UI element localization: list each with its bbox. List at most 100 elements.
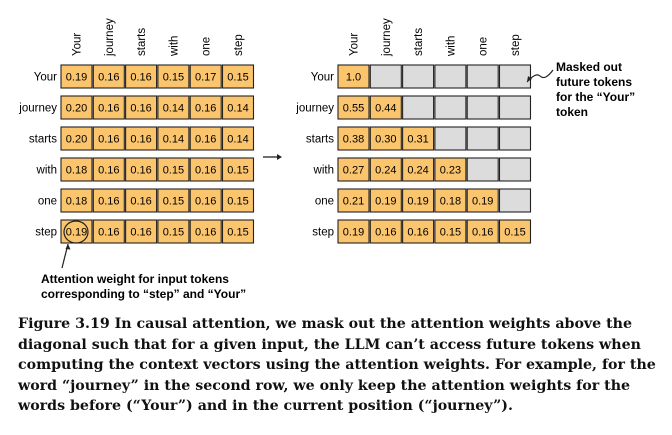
left-cell <box>92 219 125 244</box>
left-cell <box>92 157 125 182</box>
left-col-header: starts <box>136 28 148 56</box>
right-cell <box>498 219 532 244</box>
figure-number: Figure 3.19 <box>18 316 110 332</box>
left-cell-value: 0.18 <box>66 165 87 177</box>
left-row-label: step <box>35 227 57 239</box>
right-cell <box>434 219 467 244</box>
right-cell-value: 0.19 <box>375 196 396 208</box>
left-cell-value: 0.16 <box>130 134 151 146</box>
left-cell-value: 0.16 <box>195 165 216 177</box>
right-cell-value: 0.31 <box>407 134 428 146</box>
left-cell-value: 0.16 <box>98 72 119 84</box>
left-cell-value: 0.14 <box>163 103 184 115</box>
right-cell-value: 0.19 <box>407 196 428 208</box>
left-cell-value: 0.16 <box>195 134 216 146</box>
left-cell-value: 0.15 <box>227 196 248 208</box>
left-cell <box>60 64 93 89</box>
right-cell <box>402 188 435 213</box>
right-masked-cell <box>434 64 467 89</box>
left-col-header: with <box>168 36 180 57</box>
right-cell <box>402 219 435 244</box>
left-row-label: starts <box>29 134 57 146</box>
left-cell <box>125 64 158 89</box>
left-cell-value: 0.16 <box>130 165 151 177</box>
left-cell <box>157 95 190 120</box>
left-attention-matrix: 0.19 0.16 0.16 0.15 0.17 0.15 0.20 0.16 0.16 0.14… <box>60 64 255 244</box>
right-cell <box>466 188 499 213</box>
right-cell-value: 0.24 <box>407 165 428 177</box>
right-cell <box>369 219 402 244</box>
left-cell-value: 0.18 <box>66 196 87 208</box>
right-cell-value: 0.15 <box>504 227 525 239</box>
masked-annotation: Masked out future tokens for the “Your” … <box>526 60 635 119</box>
left-cell-value: 0.15 <box>163 196 184 208</box>
right-col-header: journey <box>381 18 393 57</box>
step-your-highlight-circle <box>63 220 89 244</box>
left-cell-value: 0.16 <box>195 196 216 208</box>
left-cell <box>92 188 125 213</box>
masked-label-line2: future tokens <box>556 75 632 89</box>
left-row-label: one <box>38 196 57 208</box>
left-cell <box>189 219 222 244</box>
left-cell <box>221 219 255 244</box>
left-cell <box>125 126 158 151</box>
right-cell-value: 0.16 <box>407 227 428 239</box>
right-cell <box>337 157 370 182</box>
right-col-header: starts <box>413 28 425 56</box>
right-masked-cell <box>402 64 435 89</box>
left-cell-value: 0.15 <box>227 227 248 239</box>
masked-label-line3: for the “Your” <box>556 90 635 104</box>
left-cell-value: 0.20 <box>66 103 87 115</box>
right-cell <box>434 157 467 182</box>
left-cell-value: 0.14 <box>163 134 184 146</box>
left-cell <box>189 64 222 89</box>
left-cell-value: 0.20 <box>66 134 87 146</box>
right-col-header: with <box>445 36 457 57</box>
right-cell <box>337 219 370 244</box>
right-row-label: one <box>315 196 334 208</box>
left-cell <box>92 64 125 89</box>
left-cell-value: 0.16 <box>130 227 151 239</box>
left-cell-value: 0.15 <box>163 72 184 84</box>
left-cell-value: 0.15 <box>163 165 184 177</box>
right-row-label: journey <box>295 103 334 115</box>
caption-text: In causal attention, we mask out the att… <box>18 316 656 414</box>
right-masked-cell <box>498 188 532 213</box>
left-cell <box>60 126 93 151</box>
right-masked-cell <box>498 64 532 89</box>
transition-arrow <box>263 154 282 160</box>
left-cell <box>189 95 222 120</box>
left-cell <box>157 126 190 151</box>
right-cell-value: 0.21 <box>343 196 364 208</box>
left-cell <box>92 126 125 151</box>
right-cell-value: 0.30 <box>375 134 396 146</box>
left-cell <box>125 219 158 244</box>
left-cell-value: 0.16 <box>195 103 216 115</box>
left-cell <box>221 95 255 120</box>
right-cell <box>402 157 435 182</box>
right-col-header: Your <box>349 33 361 56</box>
left-cell <box>125 157 158 182</box>
right-cell-value: 0.19 <box>343 227 364 239</box>
right-cell <box>369 188 402 213</box>
right-masked-cell <box>466 157 499 182</box>
right-cell-value: 0.23 <box>440 165 461 177</box>
masked-label-line1: Masked out <box>556 60 622 74</box>
right-cell-value: 0.16 <box>472 227 493 239</box>
left-cell-value: 0.16 <box>130 103 151 115</box>
left-row-label: with <box>36 165 57 177</box>
weight-label-line2: corresponding to “step” and “Your” <box>41 287 246 301</box>
left-cell <box>157 188 190 213</box>
left-cell <box>157 64 190 89</box>
left-cell <box>125 95 158 120</box>
right-row-label: Your <box>311 72 334 84</box>
right-masked-cell <box>498 157 532 182</box>
left-cell-value: 0.19 <box>66 227 87 239</box>
left-cell-value: 0.17 <box>195 72 216 84</box>
left-cell-value: 0.16 <box>98 227 119 239</box>
right-cell <box>337 126 370 151</box>
right-masked-cell <box>369 64 402 89</box>
